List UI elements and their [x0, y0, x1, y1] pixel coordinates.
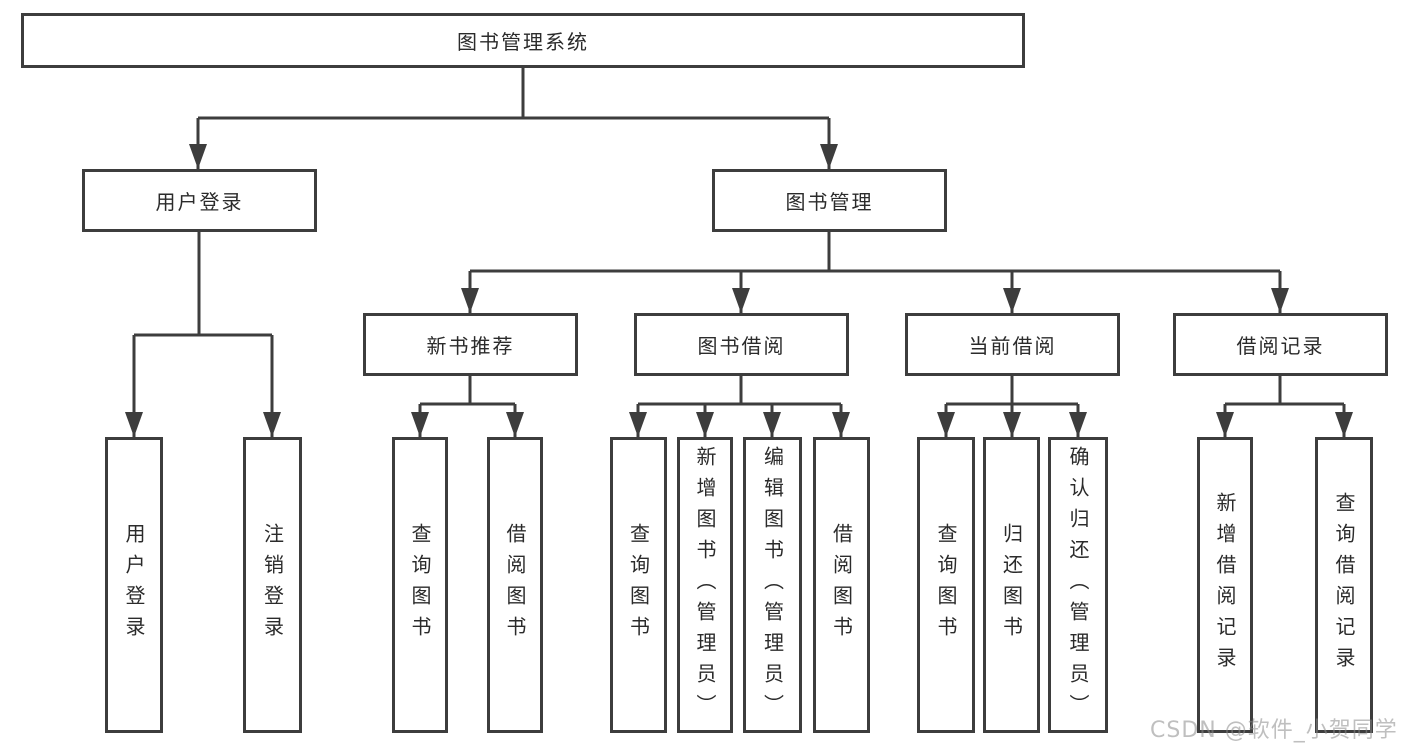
- leaf-query-borrow-record: 查询借阅记录: [1315, 437, 1373, 733]
- leaf-query-books-current: 查询图书: [917, 437, 975, 733]
- leaf-add-borrow-record: 新增借阅记录: [1197, 437, 1253, 733]
- node-book-management: 图书管理: [712, 169, 947, 232]
- leaf-return-book: 归还图书: [983, 437, 1040, 733]
- leaf-edit-book-admin: 编辑图书（管理员）: [743, 437, 802, 733]
- node-borrow-records-label: 借阅记录: [1236, 334, 1325, 358]
- leaf-query-books-borrow-label: 查询图书: [626, 523, 651, 647]
- node-current-borrow: 当前借阅: [905, 313, 1120, 376]
- node-book-borrow: 图书借阅: [634, 313, 849, 376]
- leaf-user-login: 用户登录: [105, 437, 163, 733]
- csdn-watermark: CSDN @软件_小贺同学: [1150, 718, 1398, 743]
- leaf-query-books-current-label: 查询图书: [934, 523, 958, 647]
- leaf-query-books-recommend-label: 查询图书: [408, 523, 432, 647]
- leaf-logout-label: 注销登录: [260, 523, 285, 647]
- leaf-query-books-borrow: 查询图书: [610, 437, 667, 733]
- node-book-management-label: 图书管理: [785, 190, 874, 214]
- leaf-confirm-return-admin-label: 确认归还（管理员）: [1066, 445, 1090, 725]
- node-new-book-recommend: 新书推荐: [363, 313, 578, 376]
- node-root-label: 图书管理系统: [457, 30, 589, 54]
- node-borrow-records: 借阅记录: [1173, 313, 1388, 376]
- leaf-return-book-label: 归还图书: [999, 523, 1024, 647]
- leaf-add-book-admin-label: 新增图书（管理员）: [693, 445, 717, 725]
- leaf-confirm-return-admin: 确认归还（管理员）: [1048, 437, 1108, 733]
- node-user-login: 用户登录: [82, 169, 317, 232]
- node-new-book-recommend-label: 新书推荐: [426, 334, 515, 358]
- node-root: 图书管理系统: [21, 13, 1025, 68]
- node-user-login-label: 用户登录: [155, 190, 244, 214]
- leaf-query-borrow-record-label: 查询借阅记录: [1332, 492, 1356, 678]
- node-book-borrow-label: 图书借阅: [697, 334, 786, 358]
- leaf-edit-book-admin-label: 编辑图书（管理员）: [760, 445, 785, 725]
- leaf-borrow-books-recommend: 借阅图书: [487, 437, 543, 733]
- leaf-add-borrow-record-label: 新增借阅记录: [1213, 492, 1237, 678]
- leaf-add-book-admin: 新增图书（管理员）: [677, 437, 733, 733]
- leaf-borrow-books-label: 借阅图书: [829, 523, 854, 647]
- leaf-user-login-label: 用户登录: [122, 523, 146, 647]
- leaf-query-books-recommend: 查询图书: [392, 437, 448, 733]
- node-current-borrow-label: 当前借阅: [968, 334, 1057, 358]
- leaf-borrow-books-recommend-label: 借阅图书: [503, 523, 527, 647]
- leaf-logout: 注销登录: [243, 437, 302, 733]
- leaf-borrow-books: 借阅图书: [813, 437, 870, 733]
